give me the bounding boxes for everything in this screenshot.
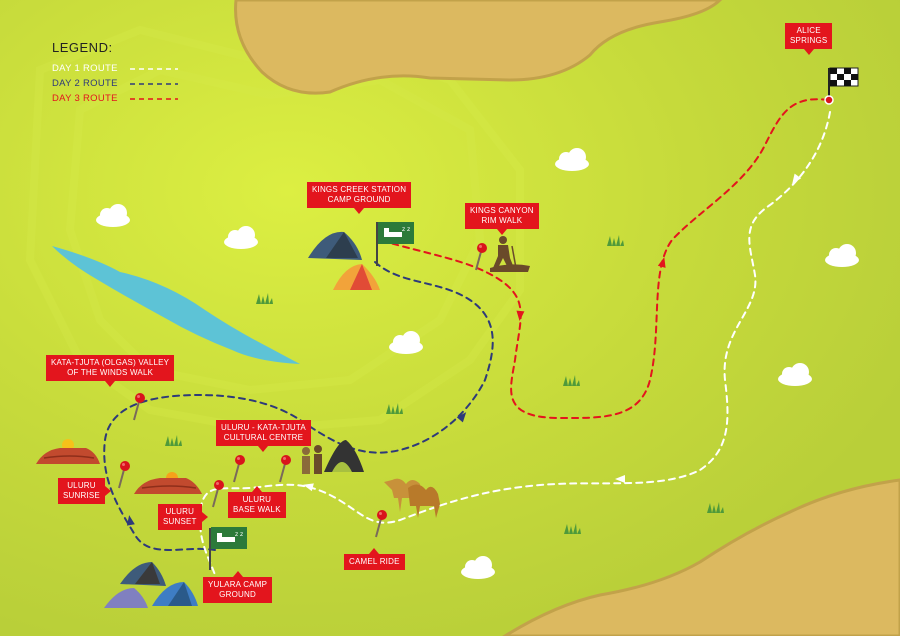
camel-icon <box>384 478 440 518</box>
place-label-uluru-sunset: ULURU SUNSET <box>158 504 208 530</box>
tent-icon <box>308 231 380 290</box>
place-label-kata-tjuta: KATA-TJUTA (OLGAS) VALLEY OF THE WINDS W… <box>46 355 175 387</box>
desert-top <box>234 0 723 95</box>
tent-icon <box>104 562 198 608</box>
legend-label-day1: DAY 1 ROUTE <box>52 63 118 74</box>
place-label-uluru-base-walk: ULURU BASE WALK <box>228 486 286 518</box>
legend-swatch-day1 <box>130 67 178 70</box>
legend-item-day3: DAY 3 ROUTE <box>52 91 178 106</box>
day1-route <box>198 111 831 576</box>
legend-label-day3: DAY 3 ROUTE <box>52 93 118 104</box>
camp-sign-icon: z z <box>209 527 247 570</box>
camp-sign-icon: z z <box>376 222 414 266</box>
legend-item-day1: DAY 1 ROUTE <box>52 61 178 76</box>
legend-swatch-day2 <box>130 82 178 85</box>
svg-text:z z: z z <box>235 531 243 538</box>
desert-bottom <box>502 478 900 636</box>
place-label-kings-canyon: KINGS CANYON RIM WALK <box>465 203 539 235</box>
place-label-camel-ride: CAMEL RIDE <box>344 548 405 570</box>
place-label-alice-springs: ALICE SPRINGS <box>785 23 833 55</box>
people-icon <box>302 445 322 474</box>
place-label-uluru-sunrise: ULURU SUNRISE <box>58 478 111 504</box>
legend: LEGEND: DAY 1 ROUTE DAY 2 ROUTE DAY 3 RO… <box>52 40 178 106</box>
uluru-sunrise-icon <box>36 439 100 464</box>
place-label-kings-creek: KINGS CREEK STATION CAMP GROUND <box>307 182 412 214</box>
lake <box>52 246 300 364</box>
hiker-icon <box>490 236 530 272</box>
svg-text:z z: z z <box>402 226 410 233</box>
legend-swatch-day3 <box>130 97 178 100</box>
route-arrows <box>126 173 802 526</box>
place-label-yulara: YULARA CAMP GROUND <box>203 571 273 603</box>
legend-label-day2: DAY 2 ROUTE <box>52 78 118 89</box>
uluru-sunset-icon <box>134 472 202 494</box>
day3-route <box>379 98 829 420</box>
day2-route <box>103 261 494 551</box>
finish-flag-icon <box>824 67 859 105</box>
place-label-cultural-centre: ULURU - KATA-TJUTA CULTURAL CENTRE <box>216 420 311 452</box>
legend-title: LEGEND: <box>52 40 113 55</box>
hut-icon <box>324 440 364 472</box>
legend-item-day2: DAY 2 ROUTE <box>52 76 178 91</box>
